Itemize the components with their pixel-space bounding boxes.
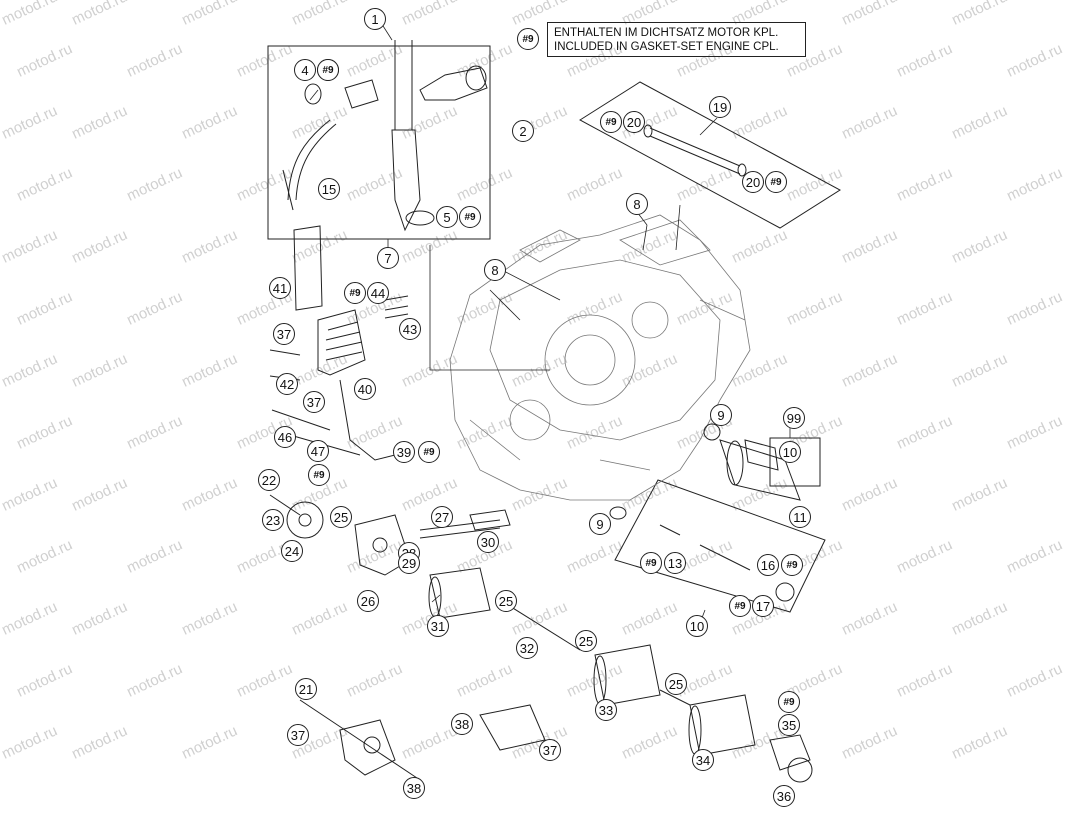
- legend-line-de: ENTHALTEN IM DICHTSATZ MOTOR KPL.: [554, 27, 779, 39]
- callout-35[interactable]: 35: [778, 714, 800, 736]
- callout-38[interactable]: 38: [403, 777, 425, 799]
- callout-22[interactable]: 22: [258, 469, 280, 491]
- gasket-set-legend: ENTHALTEN IM DICHTSATZ MOTOR KPL. INCLUD…: [547, 22, 806, 57]
- engine-block: [449, 214, 751, 501]
- callout-30[interactable]: 30: [477, 531, 499, 553]
- callout-19[interactable]: 19: [709, 96, 731, 118]
- pump-rotor-assembly: [593, 644, 756, 756]
- callout-37[interactable]: 37: [273, 323, 295, 345]
- callout-9[interactable]: 9: [589, 513, 611, 535]
- callout-24[interactable]: 24: [281, 540, 303, 562]
- callout-gasket-tag[interactable]: #9: [459, 206, 481, 228]
- legend-tag: #9: [517, 28, 539, 50]
- group-box-19: [579, 81, 841, 229]
- callout-31[interactable]: 31: [427, 615, 449, 637]
- callout-gasket-tag[interactable]: #9: [308, 464, 330, 486]
- callout-15[interactable]: 15: [318, 178, 340, 200]
- callout-39[interactable]: 39: [393, 441, 415, 463]
- callout-25[interactable]: 25: [330, 506, 352, 528]
- callout-gasket-tag[interactable]: #9: [418, 441, 440, 463]
- callout-8[interactable]: 8: [626, 193, 648, 215]
- callout-99[interactable]: 99: [783, 407, 805, 429]
- callout-43[interactable]: 43: [399, 318, 421, 340]
- callout-gasket-tag[interactable]: #9: [781, 554, 803, 576]
- callout-37[interactable]: 37: [287, 724, 309, 746]
- callout-46[interactable]: 46: [274, 426, 296, 448]
- callout-2[interactable]: 2: [512, 120, 534, 142]
- callout-gasket-tag[interactable]: #9: [600, 111, 622, 133]
- oil-filter-assembly: [609, 423, 801, 602]
- callout-42[interactable]: 42: [276, 373, 298, 395]
- callout-20[interactable]: 20: [742, 171, 764, 193]
- callout-10[interactable]: 10: [686, 615, 708, 637]
- callout-40[interactable]: 40: [354, 378, 376, 400]
- callout-25[interactable]: 25: [665, 673, 687, 695]
- callout-25[interactable]: 25: [495, 590, 517, 612]
- callout-gasket-tag[interactable]: #9: [778, 691, 800, 713]
- callout-37[interactable]: 37: [303, 391, 325, 413]
- callout-8[interactable]: 8: [484, 259, 506, 281]
- callout-36[interactable]: 36: [773, 785, 795, 807]
- callout-41[interactable]: 41: [269, 277, 291, 299]
- oil-pump-assembly: [269, 494, 581, 651]
- callout-23[interactable]: 23: [262, 509, 284, 531]
- callout-32[interactable]: 32: [516, 637, 538, 659]
- callout-gasket-tag[interactable]: #9: [765, 171, 787, 193]
- group-box-7: [267, 45, 491, 240]
- callout-47[interactable]: 47: [307, 440, 329, 462]
- callout-25[interactable]: 25: [575, 630, 597, 652]
- callout-26[interactable]: 26: [357, 590, 379, 612]
- callout-44[interactable]: 44: [367, 282, 389, 304]
- callout-gasket-tag[interactable]: #9: [317, 59, 339, 81]
- callout-17[interactable]: 17: [752, 595, 774, 617]
- legend-line-en: INCLUDED IN GASKET-SET ENGINE CPL.: [554, 40, 779, 53]
- callout-13[interactable]: 13: [664, 552, 686, 574]
- callout-7[interactable]: 7: [377, 247, 399, 269]
- callout-21[interactable]: 21: [295, 678, 317, 700]
- callout-37[interactable]: 37: [539, 739, 561, 761]
- callout-34[interactable]: 34: [692, 749, 714, 771]
- callout-38[interactable]: 38: [451, 713, 473, 735]
- callout-29[interactable]: 29: [398, 552, 420, 574]
- callout-11[interactable]: 11: [789, 506, 811, 528]
- callout-10[interactable]: 10: [779, 441, 801, 463]
- callout-33[interactable]: 33: [595, 699, 617, 721]
- callout-1[interactable]: 1: [364, 8, 386, 30]
- callout-16[interactable]: 16: [757, 554, 779, 576]
- callout-9[interactable]: 9: [710, 404, 732, 426]
- callout-gasket-tag[interactable]: #9: [729, 595, 751, 617]
- oil-filler-assembly: [282, 40, 488, 232]
- callout-20[interactable]: 20: [623, 111, 645, 133]
- oil-cooler-assembly: [269, 225, 409, 461]
- callout-5[interactable]: 5: [436, 206, 458, 228]
- callout-gasket-tag[interactable]: #9: [640, 552, 662, 574]
- group-box-10: [614, 479, 826, 613]
- callout-27[interactable]: 27: [431, 506, 453, 528]
- shaft-19: [643, 124, 747, 177]
- callout-gasket-tag[interactable]: #9: [344, 282, 366, 304]
- callout-4[interactable]: 4: [294, 59, 316, 81]
